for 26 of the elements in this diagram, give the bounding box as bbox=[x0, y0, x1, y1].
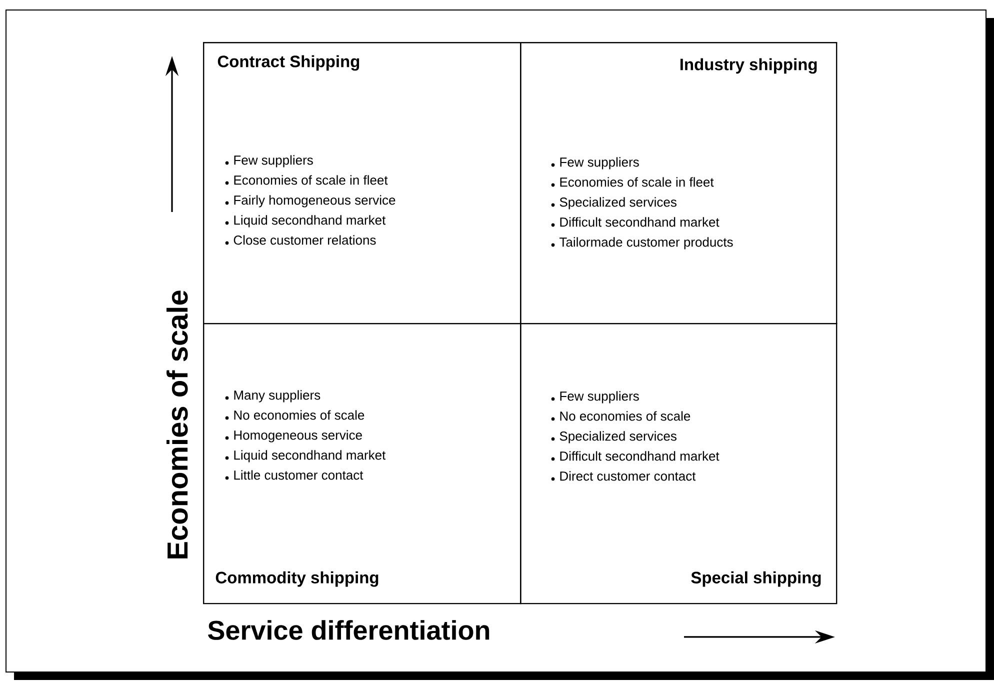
bullet-item: Specialized services bbox=[560, 197, 676, 210]
quadrant-heading: Commodity shipping bbox=[216, 571, 378, 587]
bullet-item: Specialized services bbox=[560, 431, 676, 444]
bullet-item: Many suppliers bbox=[234, 390, 320, 402]
quadrant-heading: Contract Shipping bbox=[218, 55, 360, 71]
quadrant-heading: Industry shipping bbox=[680, 58, 817, 74]
bullet-item: Few suppliers bbox=[560, 391, 639, 404]
bullet-item: Difficult secondhand market bbox=[560, 451, 720, 461]
bullet-item: Homogeneous service bbox=[234, 430, 362, 442]
bullet-item: Difficult secondhand market bbox=[560, 217, 720, 227]
bullet-item: Few suppliers bbox=[560, 157, 639, 170]
axis-label: Economies of scale bbox=[166, 290, 188, 558]
bullet-item: Fairly homogeneous service bbox=[234, 195, 396, 208]
bullet-item: Tailormade customer products bbox=[560, 237, 733, 250]
bullet-item: Few suppliers bbox=[234, 155, 313, 168]
axis-label: Service differentiation bbox=[208, 620, 490, 640]
bullet-item: Liquid secondhand market bbox=[234, 215, 386, 228]
quadrant-heading: Special shipping bbox=[691, 571, 821, 587]
bullet-item: Little customer contact bbox=[234, 470, 364, 480]
bullet-item: No economies of scale bbox=[234, 410, 364, 420]
bullet-item: Close customer relations bbox=[234, 235, 376, 245]
bullet-item: Economies of scale in fleet bbox=[234, 175, 388, 185]
bullet-item: Economies of scale in fleet bbox=[560, 177, 714, 187]
bullet-item: Direct customer contact bbox=[560, 471, 696, 481]
bullet-item: Liquid secondhand market bbox=[234, 450, 386, 462]
bullet-item: No economies of scale bbox=[560, 411, 690, 421]
